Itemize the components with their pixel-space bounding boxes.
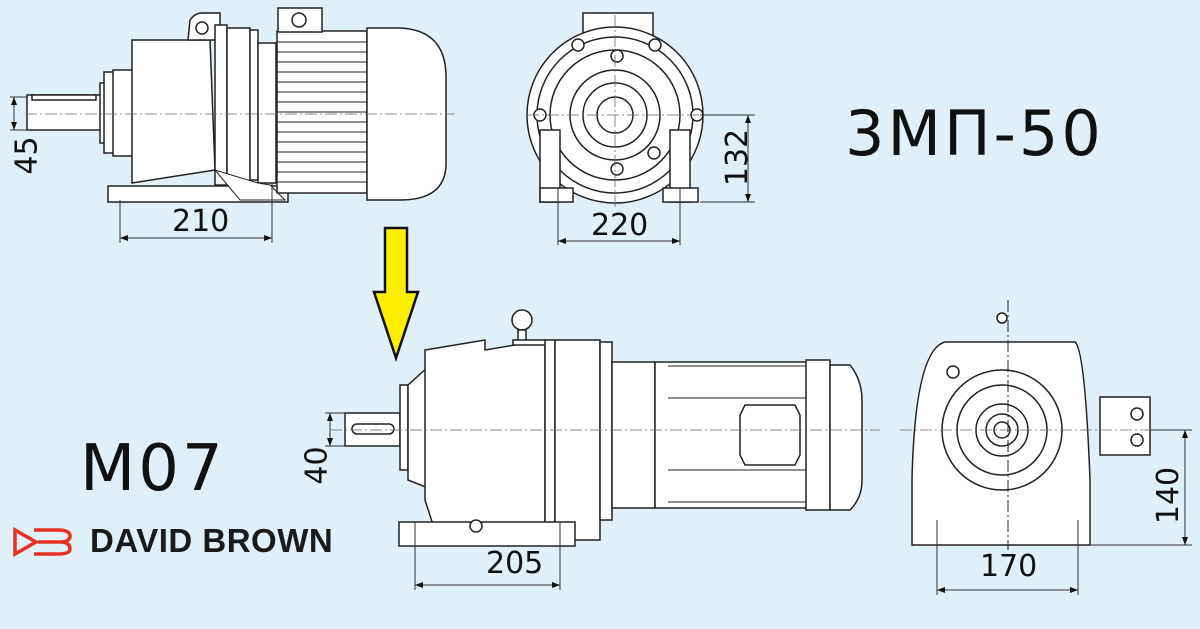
brand-name: DAVID BROWN <box>90 522 334 559</box>
old-side-view <box>10 7 455 243</box>
old-front-view <box>526 12 755 245</box>
new-side-view <box>325 309 880 590</box>
new-shaft-height-dim: 40 <box>299 446 335 485</box>
old-foot-length-dim: 210 <box>172 204 230 239</box>
old-shaft-height-dim: 45 <box>9 136 45 175</box>
new-foot-length-dim: 205 <box>486 546 544 581</box>
david-brown-logo-icon <box>13 526 72 558</box>
arrow-down-icon <box>372 226 420 362</box>
old-model-title: 3МП-50 <box>845 97 1104 170</box>
new-front-view <box>900 300 1192 595</box>
new-foot-width-dim: 170 <box>980 549 1038 584</box>
old-foot-width-dim: 220 <box>591 208 649 243</box>
new-axis-height-dim: 140 <box>1151 466 1187 525</box>
brand-logo-space <box>12 526 76 556</box>
new-model-title: M07 <box>80 432 226 506</box>
old-axis-height-dim: 132 <box>720 128 756 187</box>
brand: DAVID BROWN <box>12 522 333 560</box>
